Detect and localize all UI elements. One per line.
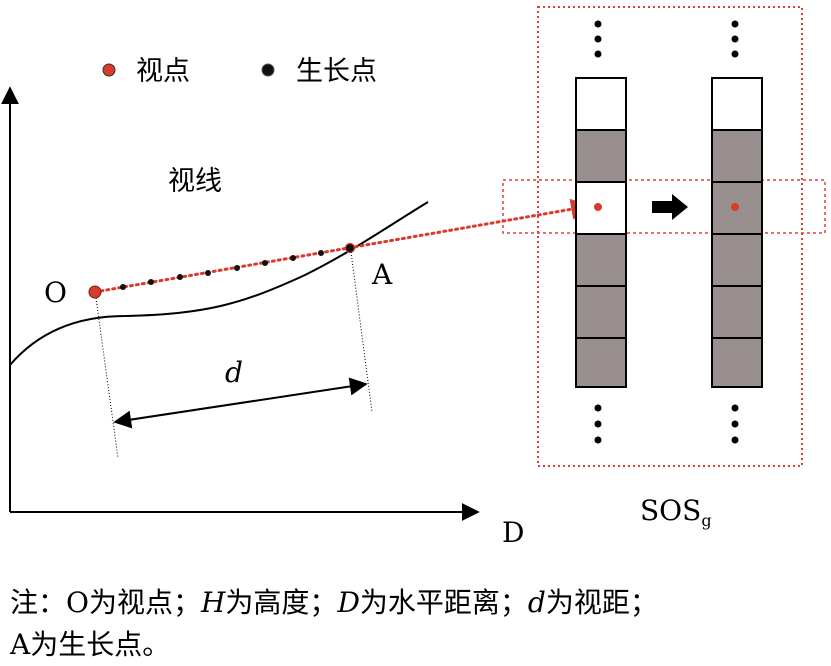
column-cell-filled <box>575 233 627 287</box>
sample-point <box>262 260 268 266</box>
transform-arrow <box>652 194 688 220</box>
sos-label-main: SOS <box>640 494 701 527</box>
note-h: H <box>201 586 226 619</box>
viewpoint-marker-before <box>594 203 602 211</box>
d-axis-label: D <box>502 516 524 549</box>
ellipsis-bottom-left <box>594 404 602 444</box>
projection-line-o <box>95 297 119 459</box>
column-cell-filled <box>711 285 763 339</box>
column-cell-filled <box>575 129 627 183</box>
note-o-text: 为视点； <box>88 586 201 619</box>
note-d-cap: D <box>337 586 360 619</box>
sos-column-before <box>575 77 627 388</box>
column-cell-empty <box>575 77 627 131</box>
column-cell-filled <box>575 285 627 339</box>
sos-column-after <box>711 77 763 388</box>
distance-arrow <box>113 377 368 429</box>
sight-line-label: 视线 <box>168 166 222 197</box>
note-lead: 注： <box>10 586 67 619</box>
figure-note: 注：O为视点；H为高度；D为水平距离；d为视距； A为生长点。 <box>10 582 825 666</box>
sample-point <box>177 274 183 280</box>
distance-label: d <box>225 356 243 389</box>
note-o: O <box>66 586 89 619</box>
note-d-cap-text: 为水平距离； <box>359 586 528 619</box>
viewpoint-legend-icon <box>102 63 116 77</box>
sample-point <box>120 284 126 290</box>
column-cell-filled <box>575 337 627 388</box>
sos-label-subscript: g <box>701 511 711 530</box>
growth-point-legend-label: 生长点 <box>296 56 377 87</box>
sample-points <box>120 250 324 290</box>
sample-point <box>318 250 324 256</box>
column-cell-empty <box>711 77 763 131</box>
origin-label: O <box>44 276 67 309</box>
note-h-text: 为高度； <box>225 586 338 619</box>
sample-point <box>205 270 211 276</box>
note-d-small: d <box>527 586 546 619</box>
highlight-band <box>502 179 826 234</box>
viewpoint-legend-label: 视点 <box>136 56 190 87</box>
point-a-label: A <box>371 258 393 291</box>
column-cell-filled <box>711 233 763 287</box>
viewpoint-o <box>88 285 102 299</box>
sample-point <box>234 265 240 271</box>
note-a-text: 为生长点。 <box>30 628 171 661</box>
column-cell-filled <box>711 337 763 388</box>
sight-line <box>93 198 593 294</box>
note-d-small-text: 为视距； <box>545 586 658 619</box>
ellipsis-top-left <box>594 20 602 58</box>
sample-point <box>290 255 296 261</box>
ellipsis-top-right <box>731 20 739 58</box>
column-cell-filled <box>711 129 763 183</box>
note-a: A <box>10 628 31 661</box>
ellipsis-bottom-right <box>731 404 739 444</box>
growth-point-legend-icon <box>261 63 275 77</box>
sos-label: SOSg <box>640 494 712 530</box>
growth-point-a <box>344 242 356 254</box>
sos-frame <box>537 6 803 467</box>
viewpoint-marker-after <box>731 203 739 211</box>
projection-line-a <box>350 251 373 413</box>
terrain-curve <box>9 201 429 366</box>
sample-point <box>148 279 154 285</box>
